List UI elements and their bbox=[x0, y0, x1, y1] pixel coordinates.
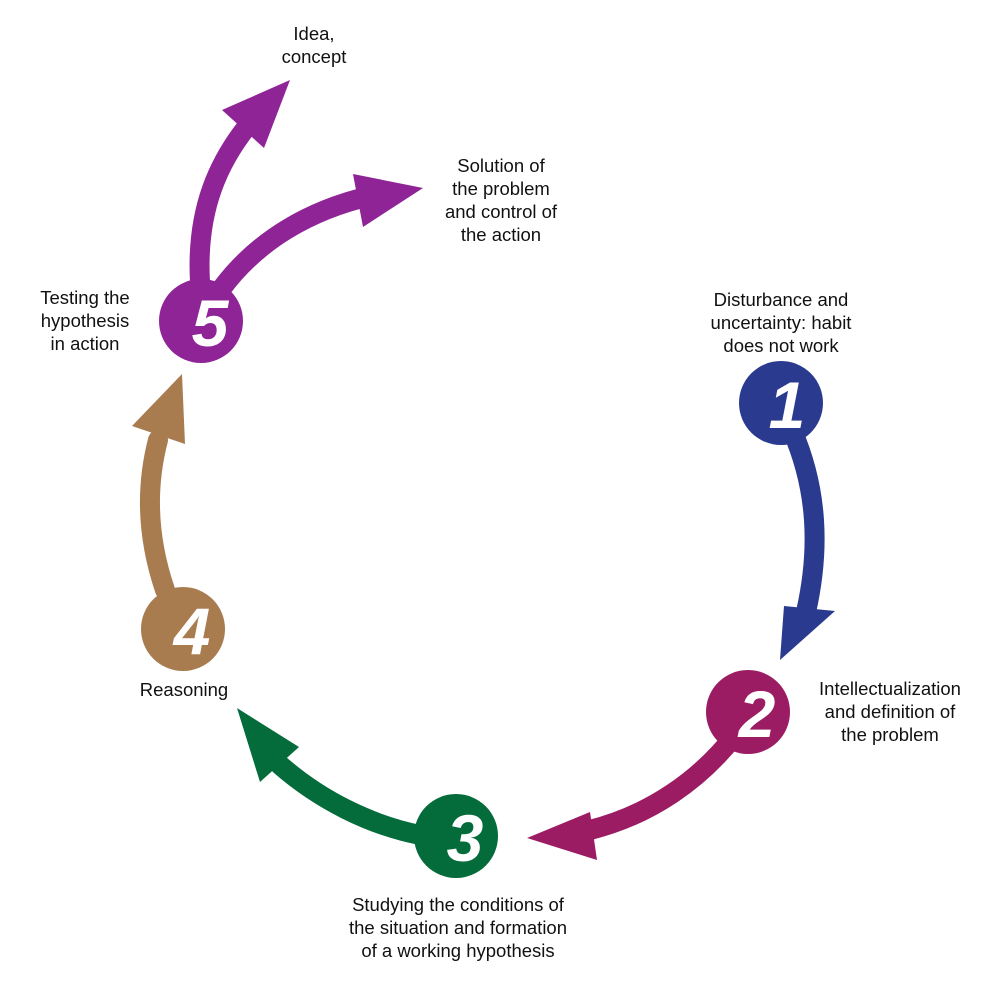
arrow-step4-to-step5-shaft bbox=[139, 430, 175, 600]
outcome-solution-label-line: the problem bbox=[452, 178, 550, 199]
step-1-circle bbox=[739, 361, 823, 445]
arrow-step5-to-idea-head bbox=[222, 80, 290, 148]
step-5-label-line: Testing the bbox=[40, 287, 130, 308]
step-2-circle bbox=[706, 670, 790, 754]
arrow-step5-to-solution-head bbox=[353, 174, 423, 227]
arrow-step5-to-idea-shaft bbox=[189, 108, 264, 292]
step-5-label-line: in action bbox=[50, 333, 120, 354]
step-4-circle bbox=[141, 587, 225, 671]
outcome-solution-label: Solution of the problem and control of t… bbox=[418, 154, 584, 246]
step-3-label-line: the situation and formation bbox=[348, 917, 568, 938]
arrow-step1-to-step2 bbox=[780, 420, 835, 660]
step-2-label-line: the problem bbox=[841, 724, 939, 745]
step-3-node: 3 bbox=[414, 794, 498, 878]
arrow-step5-to-solution-shaft bbox=[212, 186, 380, 298]
step-4-label-line: Reasoning bbox=[139, 679, 229, 700]
arrow-step4-to-step5-head bbox=[132, 374, 185, 444]
outcome-solution-label-line: Solution of bbox=[457, 155, 545, 176]
step-5-label: Testing the hypothesis in action bbox=[22, 286, 148, 355]
step-3-number: 3 bbox=[447, 801, 484, 875]
step-5-circle bbox=[159, 279, 243, 363]
arrow-step1-to-step2-shaft bbox=[782, 420, 825, 622]
step-4-node: 4 bbox=[141, 587, 225, 671]
arrow-step2-to-step3 bbox=[527, 725, 745, 860]
outcome-idea-label-line: concept bbox=[281, 46, 347, 67]
step-1-label-line: uncertainty: habit bbox=[710, 312, 852, 333]
step-1-number: 1 bbox=[769, 368, 806, 442]
arrow-step3-to-step4-shaft bbox=[270, 755, 430, 845]
arrow-step2-to-step3-head bbox=[527, 812, 597, 860]
step-2-node: 2 bbox=[706, 670, 790, 754]
step-1-node: 1 bbox=[739, 361, 823, 445]
outcome-solution-label-line: the action bbox=[460, 224, 542, 245]
step-3-circle bbox=[414, 794, 498, 878]
arrow-step1-to-step2-head bbox=[780, 606, 835, 660]
arrow-step3-to-step4 bbox=[237, 708, 430, 845]
step-1-label-line: does not work bbox=[723, 335, 839, 356]
arrow-step4-to-step5 bbox=[132, 374, 185, 600]
step-2-number: 2 bbox=[737, 677, 776, 751]
arrow-step5-to-solution bbox=[212, 174, 423, 298]
step-3-label-line: of a working hypothesis bbox=[361, 940, 555, 961]
step-4-label: Reasoning bbox=[114, 678, 254, 701]
outcome-idea-label: Idea, concept bbox=[256, 22, 372, 68]
outcome-idea-label-line: Idea, bbox=[293, 23, 335, 44]
arrow-step5-to-idea bbox=[189, 80, 290, 292]
arrow-step3-to-step4-head bbox=[237, 708, 299, 782]
step-2-label-line: Intellectualization bbox=[819, 678, 961, 699]
arrow-step2-to-step3-shaft bbox=[580, 725, 745, 840]
step-5-node: 5 bbox=[159, 279, 243, 363]
step-2-label-line: and definition of bbox=[824, 701, 956, 722]
step-4-number: 4 bbox=[172, 594, 211, 668]
step-1-label: Disturbance and uncertainty: habit does … bbox=[680, 288, 882, 357]
step-3-label: Studying the conditions of the situation… bbox=[318, 893, 598, 962]
step-1-label-line: Disturbance and bbox=[713, 289, 849, 310]
step-3-label-line: Studying the conditions of bbox=[352, 894, 564, 915]
step-5-label-line: hypothesis bbox=[40, 310, 130, 331]
outcome-solution-label-line: and control of bbox=[444, 201, 558, 222]
step-5-number: 5 bbox=[192, 286, 230, 360]
step-2-label: Intellectualization and definition of th… bbox=[797, 677, 983, 746]
